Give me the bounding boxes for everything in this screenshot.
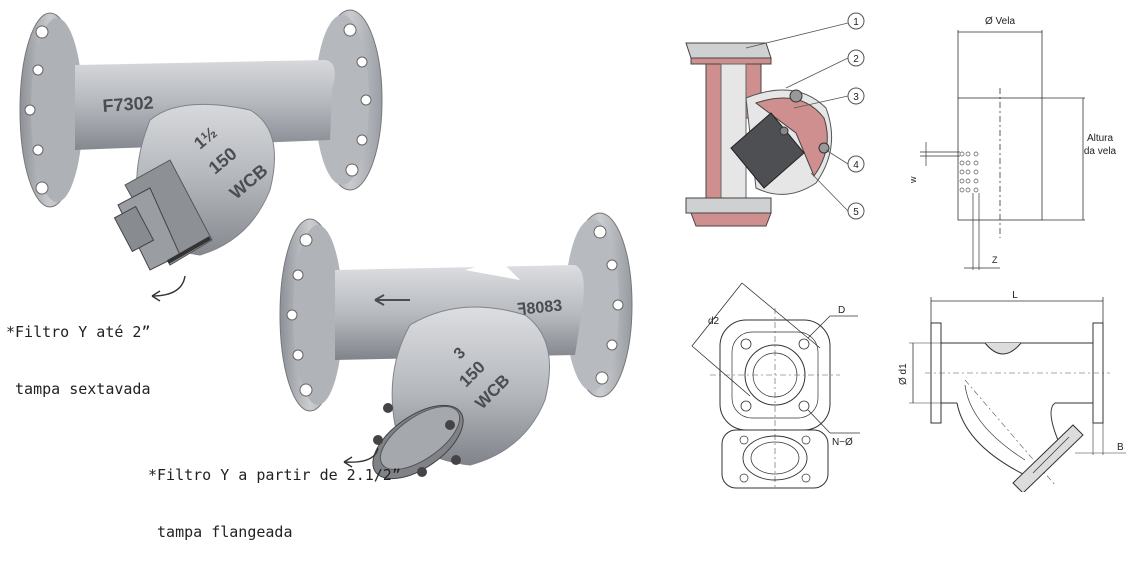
small-caption-arrow — [151, 275, 186, 302]
d1-label: Ø d1 — [898, 363, 909, 385]
z-label: Z — [992, 255, 998, 265]
vela-diameter-label: Ø Vela — [985, 16, 1015, 27]
callout-2: 2 — [853, 54, 859, 65]
callout-4: 4 — [853, 160, 859, 171]
large-body-marking: ꟻ8083 — [517, 297, 563, 319]
callout-5: 5 — [853, 207, 859, 218]
B-label: B — [1117, 442, 1124, 453]
vela-height-label-2: da vela — [1084, 146, 1117, 157]
large-caption-line2: tampa flangeada — [148, 523, 293, 541]
large-caption-arrow — [343, 447, 379, 468]
flange-view-drawing: d2 D N−Ø — [691, 282, 860, 489]
L-label: L — [1012, 290, 1018, 301]
callout-1: 1 — [853, 17, 859, 28]
d2-label: d2 — [708, 316, 720, 327]
large-caption-line1: *Filtro Y a partir de 2.1/2” — [148, 466, 401, 484]
side-view-drawing: L Ø d1 B — [898, 290, 1126, 492]
large-strainer-photo: ꟻ8083 3 150 WCB — [279, 212, 633, 480]
callout-3: 3 — [853, 92, 859, 103]
vela-height-label-1: Altura — [1087, 133, 1114, 144]
w-label: w — [908, 176, 918, 184]
element-detail-drawing: Ø Vela Altura da vela w Z — [908, 16, 1117, 270]
small-strainer-caption: *Filtro Y até 2” tampa sextavada — [6, 285, 151, 418]
small-body-marking: F7302 — [102, 92, 154, 116]
small-caption-line1: *Filtro Y até 2” — [6, 323, 151, 341]
holes-label: N−Ø — [832, 437, 853, 448]
D-label: D — [838, 305, 845, 316]
small-caption-line2: tampa sextavada — [6, 380, 151, 398]
small-strainer-photo: F7302 1½ 150 WCB — [19, 9, 383, 271]
cutaway-drawing: 1 2 3 4 5 — [685, 12, 865, 227]
